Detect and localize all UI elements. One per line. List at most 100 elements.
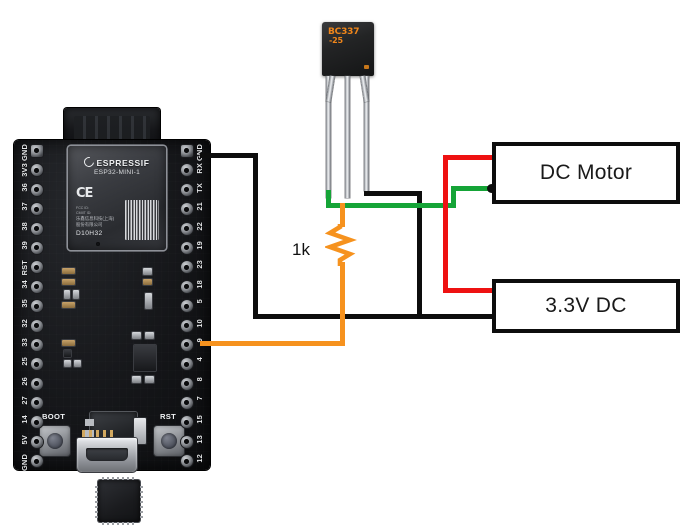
transistor-lead-emitter [326,76,331,198]
pin-right-22[interactable]: 22 [180,220,210,239]
pin-right-15[interactable]: 15 [180,413,210,432]
power-supply-block: 3.3V DC [492,279,680,333]
pin-pad[interactable] [31,358,43,371]
pin-label: 8 [195,376,204,381]
pin-left-37[interactable]: 37 [14,200,44,219]
smd-capacitor [143,268,152,275]
pin-label: 37 [20,202,29,211]
pin-pad[interactable] [181,145,193,157]
pin-pad[interactable] [31,338,43,351]
pin-label: 34 [20,279,29,289]
pin-right-10[interactable]: 10 [180,317,210,336]
pin-right-23[interactable]: 23 [180,258,210,277]
pin-left-14[interactable]: 14 [14,413,44,432]
boot-button[interactable] [40,426,70,456]
pin-left-36[interactable]: 36 [14,181,44,200]
pin-pad[interactable] [31,222,43,235]
pin-pad[interactable] [31,455,43,468]
pin-right-5[interactable]: 5 [180,297,210,316]
datamatrix-code [125,200,159,240]
pin-left-25[interactable]: 25 [14,355,44,374]
module-batch-code: D10H32 [76,230,103,237]
transistor-part-label: BC337 -25 [328,28,359,44]
pin-right-7[interactable]: 7 [180,394,210,413]
pin-label: TX [195,182,204,193]
pin-left-3V3[interactable]: 3V3 [14,161,44,180]
pin-pad[interactable] [31,435,43,448]
pin-pad[interactable] [181,280,193,293]
pin-left-GND[interactable]: GND [14,452,44,471]
pin-pad[interactable] [31,300,43,313]
reset-button[interactable] [154,426,184,456]
pin-left-38[interactable]: 38 [14,220,44,239]
dc-motor-label: DC Motor [539,161,633,184]
pin-label: 3V3 [20,163,29,178]
pin-right-4[interactable]: 4 [180,355,210,374]
pin-left-32[interactable]: 32 [14,317,44,336]
pin-left-35[interactable]: 35 [14,297,44,316]
pin-left-39[interactable]: 39 [14,239,44,258]
pin-pad[interactable] [181,319,193,332]
pin-pad[interactable] [181,416,193,429]
pin-right-21[interactable]: 21 [180,200,210,219]
pin-pad[interactable] [31,145,43,157]
pin-pad[interactable] [181,203,193,216]
pin-pad[interactable] [181,397,193,410]
pin-left-33[interactable]: 33 [14,336,44,355]
smd-resistor [143,279,152,285]
pin-pad[interactable] [31,416,43,429]
pin-pad[interactable] [31,203,43,216]
pin-pad[interactable] [181,183,193,196]
smd-capacitor [145,293,152,309]
pin-pad[interactable] [181,377,193,390]
pin-right-GND[interactable]: GND [180,142,210,161]
pin-left-27[interactable]: 27 [14,394,44,413]
pin-pad[interactable] [31,183,43,196]
pin-label: 25 [20,357,29,366]
pin-pad[interactable] [181,164,193,177]
pin-right-RX[interactable]: RX [180,161,210,180]
pin-pad[interactable] [181,455,193,468]
pin-pad[interactable] [31,280,43,293]
pin-right-18[interactable]: 18 [180,278,210,297]
pin-pad[interactable] [181,222,193,235]
smd-capacitor [64,360,71,367]
pin-pad[interactable] [181,435,193,448]
pin-left-5V[interactable]: 5V [14,433,44,452]
wire-common-h [326,203,456,208]
pin-pad[interactable] [31,241,43,254]
circuit-diagram-canvas: BOOT RST ESPRESSIF ESP32-MINI-1 CE FCC I… [14,22,680,525]
pin-label: 27 [20,396,29,405]
pin-pad[interactable] [31,377,43,390]
pin-right-TX[interactable]: TX [180,181,210,200]
pin-pad[interactable] [31,261,43,274]
pin-pad[interactable] [181,300,193,313]
pin-left-RST[interactable]: RST [14,258,44,277]
pin-right-8[interactable]: 8 [180,375,210,394]
smd-capacitor [64,290,70,299]
pin-right-12[interactable]: 12 [180,452,210,471]
pin-left-26[interactable]: 26 [14,375,44,394]
pin-left-34[interactable]: 34 [14,278,44,297]
pin-right-9[interactable]: 9 [180,336,210,355]
pin-left-GND[interactable]: GND [14,142,44,161]
pin-label: 23 [195,260,204,269]
wire-ground-vertical [253,153,258,318]
wire-resistor-top-lead [340,203,345,227]
micro-usb-connector[interactable] [77,438,137,472]
pin-pad[interactable] [31,164,43,177]
pin-pad[interactable] [31,397,43,410]
pin-right-19[interactable]: 19 [180,239,210,258]
wire-motor-negative-h [451,186,495,191]
pin-pad[interactable] [31,319,43,332]
pin-pad[interactable] [181,261,193,274]
pin-pad[interactable] [181,338,193,351]
pin-pad[interactable] [181,358,193,371]
wire-collector-to-ground-v [417,191,422,319]
pin-pad[interactable] [181,241,193,254]
pin-label: 18 [195,279,204,289]
pin-right-13[interactable]: 13 [180,433,210,452]
smd-resistor [62,268,75,274]
usb-uart-bridge-chip [95,477,143,525]
